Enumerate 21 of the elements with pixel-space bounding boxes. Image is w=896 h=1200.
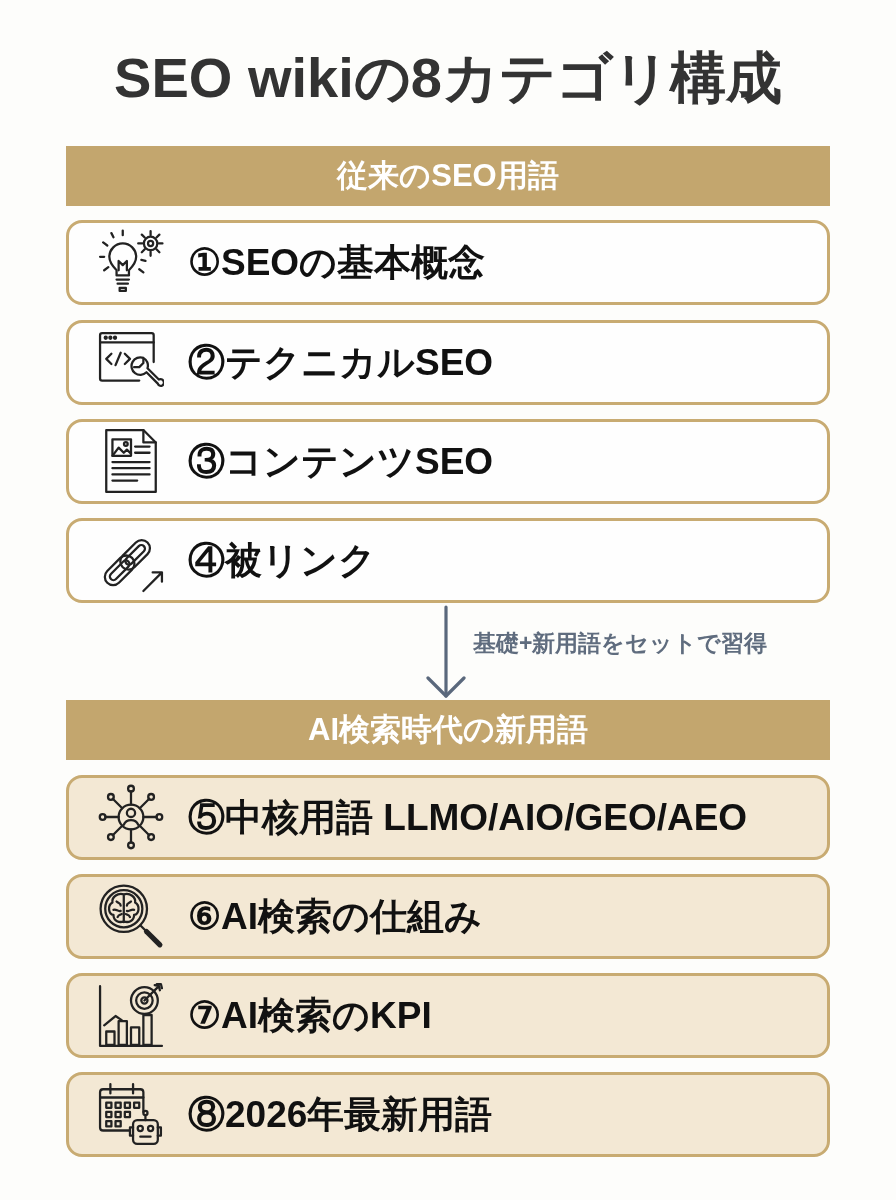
category-name: ⑦AI検索のKPI — [188, 993, 432, 1038]
category-name: ②テクニカルSEO — [188, 340, 494, 385]
edge-label: 基礎+新用語をセットで習得 — [473, 629, 768, 658]
category-name: ⑤中核用語 LLMO/AIO/GEO/AEO — [188, 795, 748, 840]
category-box — [66, 874, 830, 959]
category-name: ③コンテンツSEO — [188, 439, 494, 484]
category-box — [66, 775, 830, 860]
title: SEO wikiの8カテゴリ構成 — [113, 45, 783, 111]
category-box — [66, 220, 830, 305]
category-name: ⑧2026年最新用語 — [188, 1092, 493, 1137]
section-band: AI検索時代の新用語 — [66, 700, 830, 760]
category-name: ①SEOの基本概念 — [188, 240, 486, 285]
category-box — [66, 518, 830, 603]
arrow — [426, 605, 466, 698]
category-name: ④被リンク — [188, 538, 376, 583]
category-box — [66, 973, 830, 1058]
category-box — [66, 320, 830, 405]
category-box — [66, 1072, 830, 1157]
category-name: ⑥AI検索の仕組み — [188, 894, 482, 939]
section-band: 従来のSEO用語 — [66, 146, 830, 206]
category-box — [66, 419, 830, 504]
